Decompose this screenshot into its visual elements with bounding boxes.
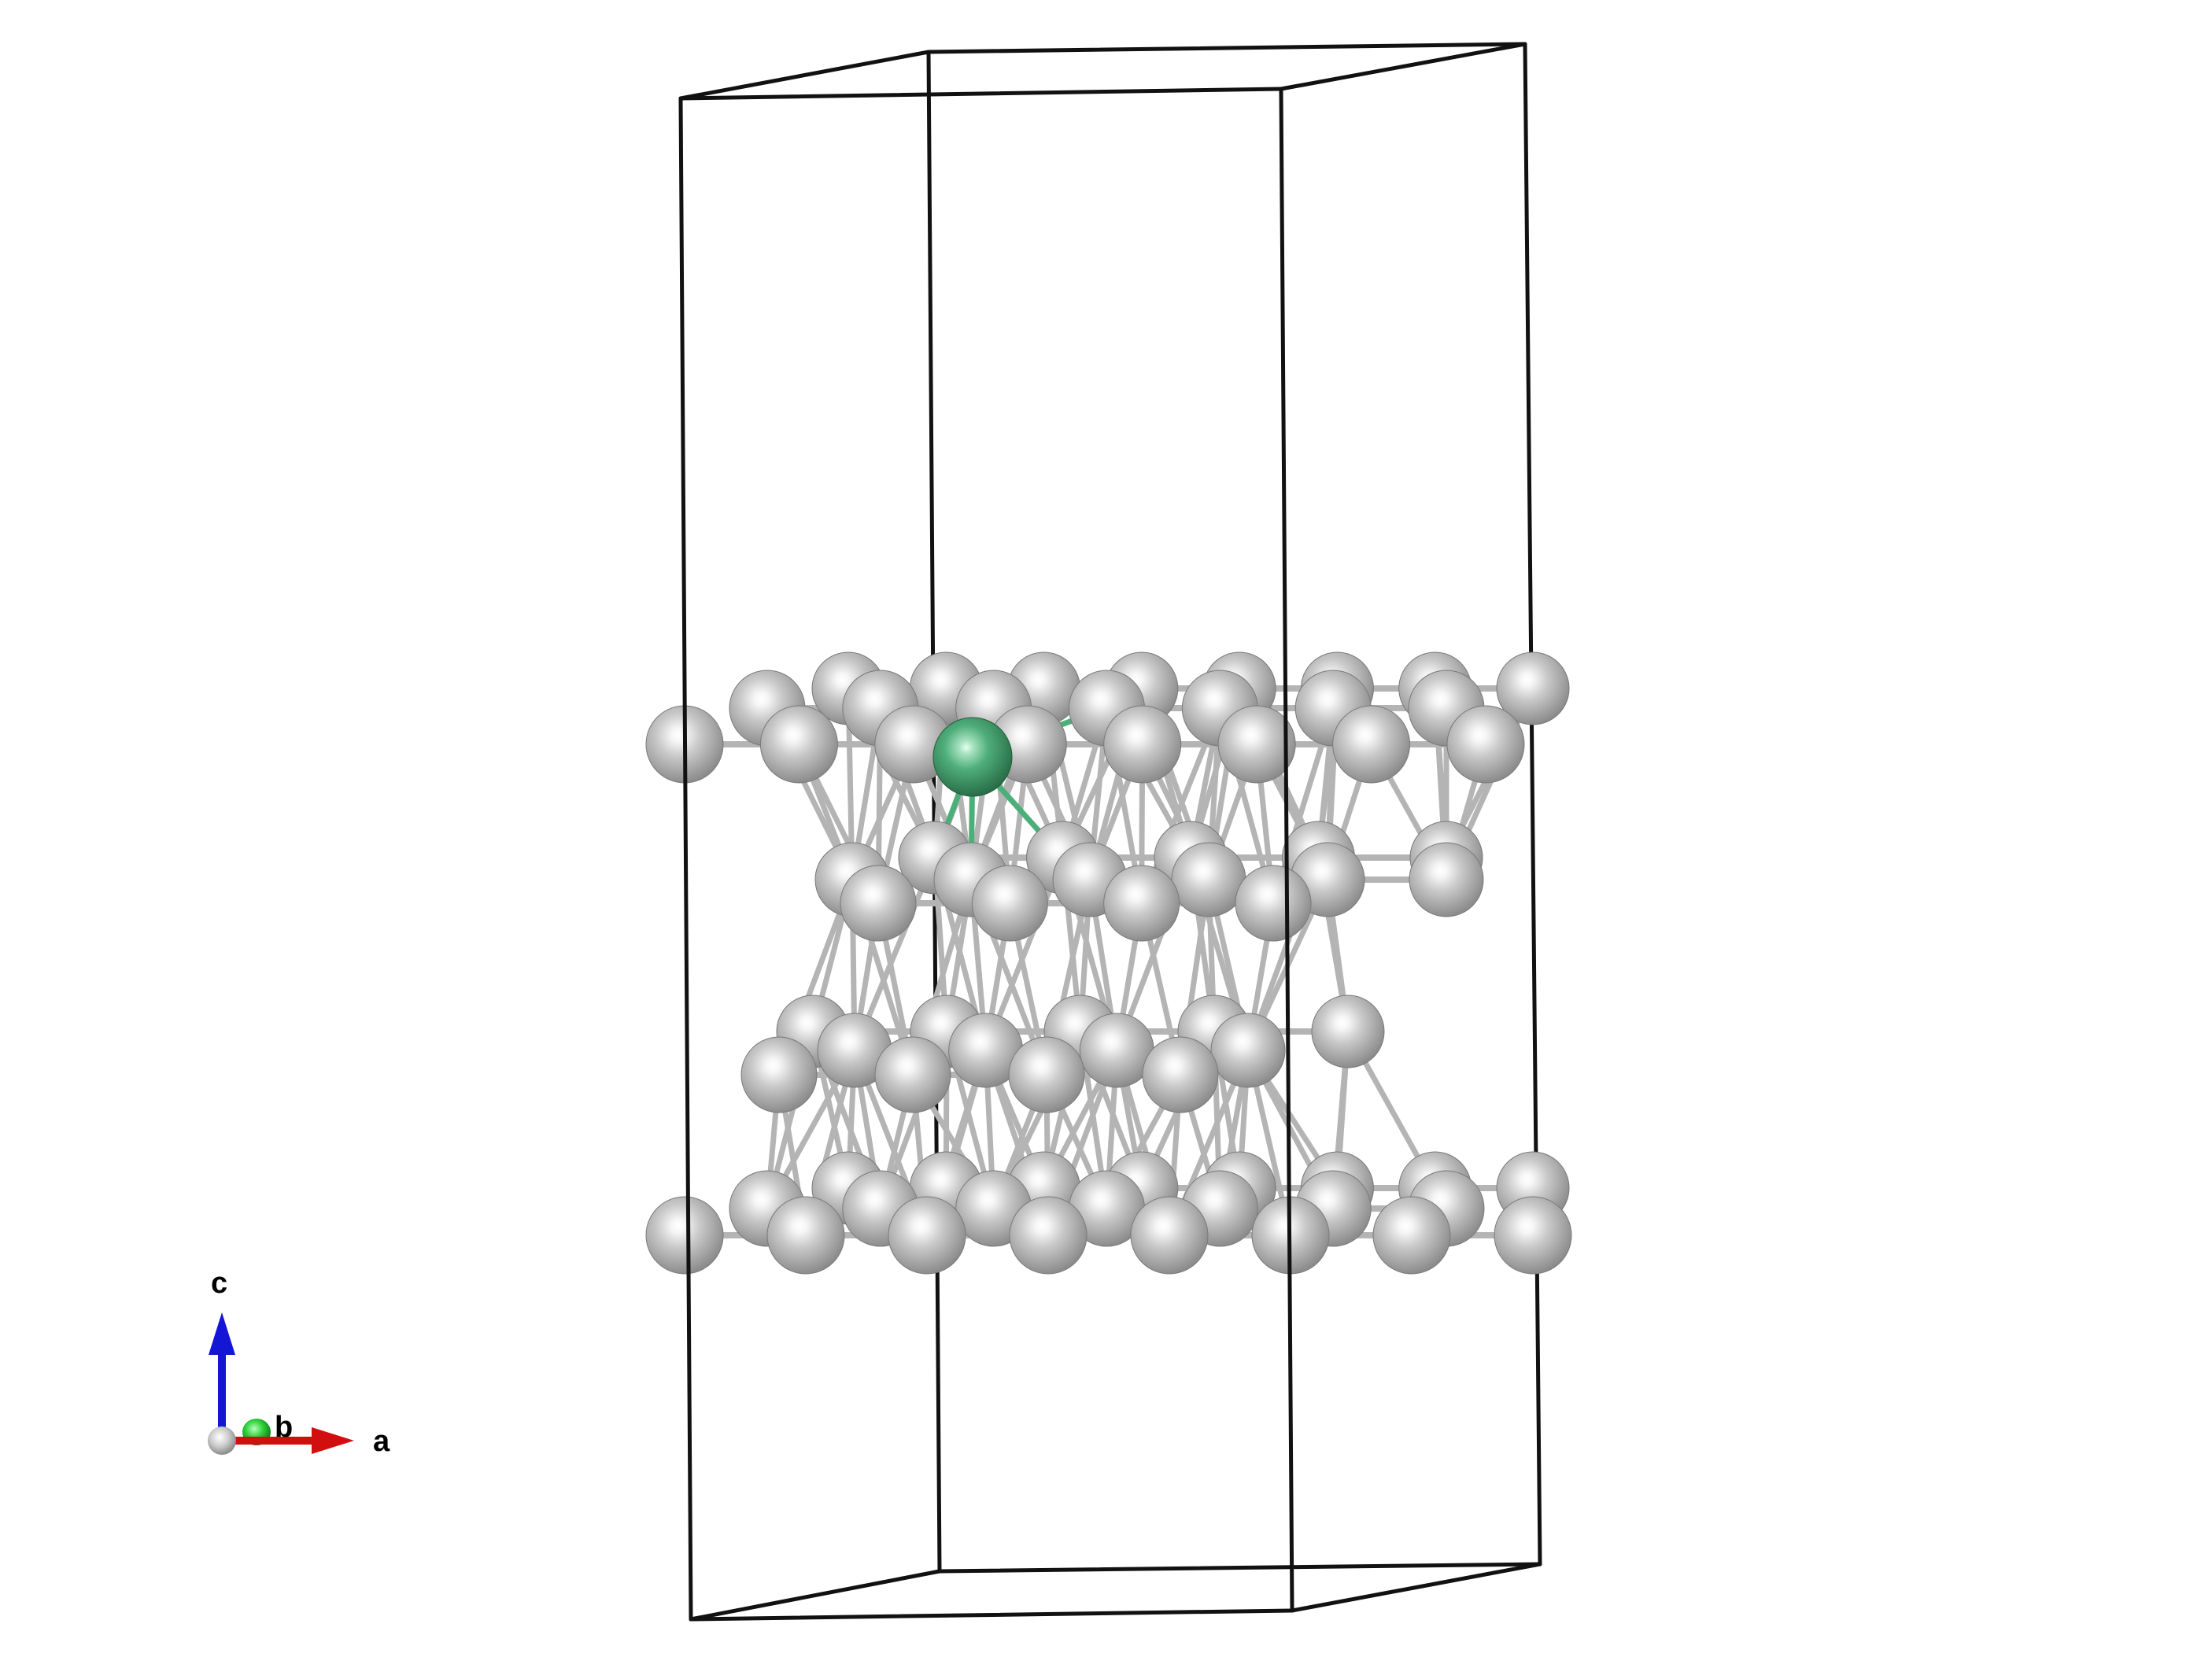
unit-cell-edge	[678, 87, 1283, 101]
host-atom	[1332, 705, 1411, 784]
dopant-atom	[932, 717, 1013, 797]
a-axis-label: a	[373, 1425, 390, 1458]
host-atom	[1372, 1196, 1451, 1275]
host-atom	[1311, 995, 1385, 1068]
host-atom	[1496, 651, 1570, 725]
host-atom	[1446, 705, 1525, 784]
host-atom	[1130, 1196, 1209, 1275]
unit-cell-edge	[1279, 87, 1294, 1613]
c-axis-label: c	[211, 1267, 227, 1300]
unit-cell-edge	[689, 1608, 1294, 1622]
host-atom	[766, 1196, 845, 1275]
host-atom	[645, 1196, 724, 1275]
host-atom	[1103, 865, 1180, 942]
unit-cell-edge	[689, 1569, 942, 1622]
host-atom	[1171, 842, 1246, 917]
host-atom	[1008, 1036, 1085, 1113]
host-atom	[1235, 865, 1312, 942]
unit-cell-edge	[678, 50, 931, 101]
unit-cell-edge	[1523, 42, 1542, 1567]
axis-indicator: c b a	[208, 1267, 390, 1458]
host-atom	[1142, 1036, 1219, 1113]
atom-layer	[645, 651, 1572, 1275]
host-atom	[971, 865, 1048, 942]
unit-cell-edge	[678, 96, 693, 1622]
host-atom	[1210, 1013, 1286, 1088]
unit-cell-edge	[926, 42, 1527, 54]
host-atom	[759, 705, 838, 784]
unit-cell-edge	[937, 1562, 1542, 1574]
host-atom	[1217, 705, 1296, 784]
unit-cell-edge	[1290, 1562, 1542, 1613]
host-atom	[1009, 1196, 1088, 1275]
unit-cell-front-edges	[678, 87, 1294, 1622]
axis-origin-sphere	[208, 1426, 236, 1455]
a-axis-arrowhead	[312, 1427, 354, 1454]
host-atom	[1494, 1196, 1572, 1275]
host-atom	[874, 1036, 951, 1113]
unit-cell-edge	[926, 50, 942, 1574]
unit-cell-edge	[1279, 42, 1527, 91]
host-atom	[1409, 842, 1484, 917]
c-axis-arrowhead	[209, 1312, 235, 1355]
host-atom	[740, 1036, 818, 1113]
host-atom	[888, 1196, 966, 1275]
host-atom	[840, 865, 917, 942]
b-axis-label: b	[275, 1411, 293, 1444]
host-atom	[1103, 705, 1182, 784]
unit-cell-back-edges	[678, 42, 1542, 1622]
